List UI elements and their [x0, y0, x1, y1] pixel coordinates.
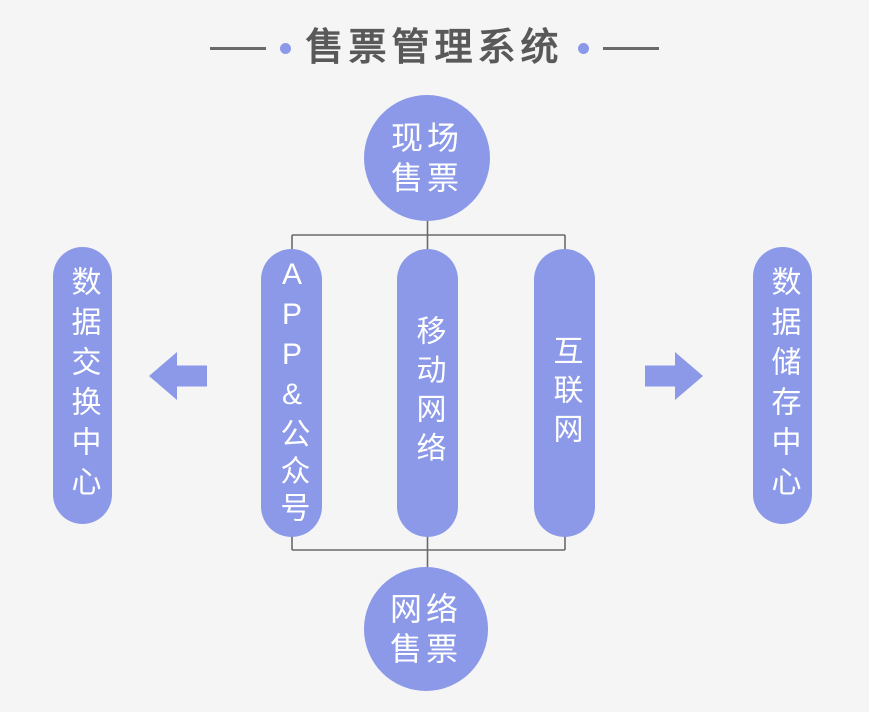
title-right-dot-icon — [577, 42, 589, 54]
node-label-line: 售票 — [390, 160, 463, 196]
right-arrow-icon — [645, 352, 703, 400]
node-label-line: 现场 — [390, 120, 463, 156]
node-app-official-account: APP&公众号 — [261, 249, 322, 537]
page-title: 售票管理系统 — [305, 27, 564, 69]
node-data-storage-center: 数据储存中心 — [753, 247, 812, 524]
node-label-line: 网络 — [389, 591, 462, 627]
node-data-exchange-center: 数据交换中心 — [53, 247, 112, 524]
diagram-title: 售票管理系统 — [0, 26, 869, 70]
title-left-dot-icon — [280, 42, 292, 54]
node-label-line: 售票 — [389, 631, 462, 667]
node-online-ticketing: 网络 售票 — [364, 567, 488, 691]
title-left-dash — [210, 46, 267, 50]
title-right-dash — [602, 46, 659, 50]
node-mobile-network: 移动网络 — [397, 249, 458, 537]
node-internet: 互联网 — [534, 249, 595, 537]
node-onsite-ticketing: 现场 售票 — [364, 95, 490, 221]
left-arrow-icon — [149, 352, 207, 400]
